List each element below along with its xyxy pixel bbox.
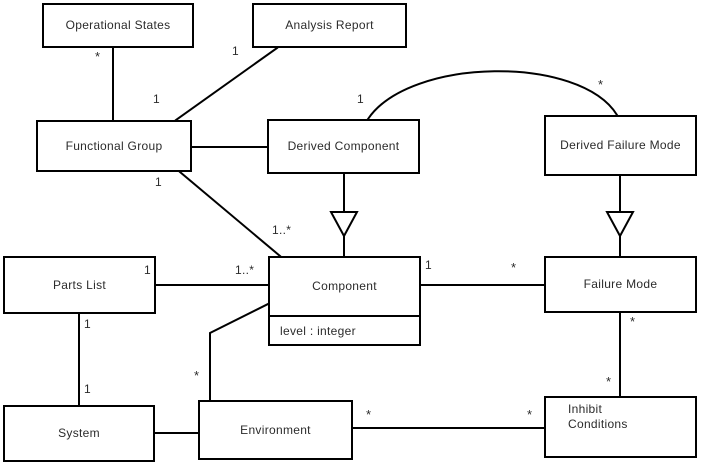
- multiplicity-environment-inhibit-end: *: [366, 407, 372, 422]
- multiplicity-functional-group-report-end: 1: [153, 92, 160, 106]
- multiplicity-component-failure-mode-end: 1: [425, 258, 432, 272]
- generalization-triangle-failure-mode: [605, 211, 635, 239]
- class-name-component: Component: [312, 279, 377, 293]
- multiplicity-system-parts-list-end: 1: [84, 382, 91, 396]
- class-functional-group[interactable]: Functional Group: [36, 120, 192, 172]
- class-name-functional-group: Functional Group: [65, 138, 163, 153]
- class-name-derived-component: Derived Component: [287, 139, 400, 153]
- multiplicity-parts-list-component-end: 1: [144, 263, 151, 277]
- class-name-analysis-report: Analysis Report: [285, 18, 374, 32]
- class-attribute-level: level : integer: [270, 315, 419, 344]
- multiplicity-inhibit-failure-mode-end: *: [606, 374, 612, 389]
- class-name-inhibit-conditions: Inhibit Conditions: [568, 402, 628, 431]
- multiplicity-inhibit-environment-end: *: [527, 407, 533, 422]
- edge-functional-group-component: [178, 170, 282, 258]
- class-name-derived-failure-mode: Derived Failure Mode: [560, 138, 681, 152]
- multiplicity-functional-group-component-end: 1: [155, 175, 162, 189]
- multiplicity-component-parts-list-end: 1..*: [235, 263, 255, 277]
- class-system[interactable]: System: [3, 405, 155, 462]
- class-component[interactable]: Component level : integer: [268, 256, 421, 346]
- class-inhibit-conditions[interactable]: Inhibit Conditions: [544, 396, 697, 458]
- multiplicity-derived-component-arc-end: 1: [357, 92, 364, 106]
- multiplicity-derived-failure-mode-arc-end: *: [598, 77, 604, 92]
- multiplicity-component-functional-group-end: 1..*: [272, 223, 292, 237]
- class-name-operational-states: Operational States: [65, 18, 171, 32]
- class-analysis-report[interactable]: Analysis Report: [252, 3, 407, 48]
- multiplicity-failure-mode-component-end: *: [511, 260, 517, 275]
- class-derived-component[interactable]: Derived Component: [267, 119, 420, 174]
- class-name-system: System: [58, 426, 100, 440]
- edge-environment-component: [209, 301, 272, 401]
- multiplicity-environment-component-end: *: [194, 368, 200, 383]
- class-operational-states[interactable]: Operational States: [42, 3, 194, 48]
- multiplicity-operational-states: *: [95, 49, 101, 64]
- edge-analysis-report-functional-group: [174, 46, 279, 122]
- multiplicity-parts-list-system-end: 1: [84, 317, 91, 331]
- generalization-triangle-component: [329, 211, 359, 239]
- class-environment[interactable]: Environment: [198, 400, 353, 460]
- multiplicity-failure-mode-inhibit-end: *: [630, 314, 636, 329]
- class-failure-mode[interactable]: Failure Mode: [544, 256, 697, 313]
- edge-derived-component-derived-failure-mode: [366, 70, 619, 121]
- multiplicity-analysis-report-end: 1: [232, 44, 239, 58]
- class-name-failure-mode: Failure Mode: [583, 277, 658, 291]
- class-name-environment: Environment: [240, 422, 311, 437]
- class-name-parts-list: Parts List: [52, 277, 106, 292]
- class-parts-list[interactable]: Parts List: [3, 256, 156, 314]
- class-derived-failure-mode[interactable]: Derived Failure Mode: [544, 115, 697, 176]
